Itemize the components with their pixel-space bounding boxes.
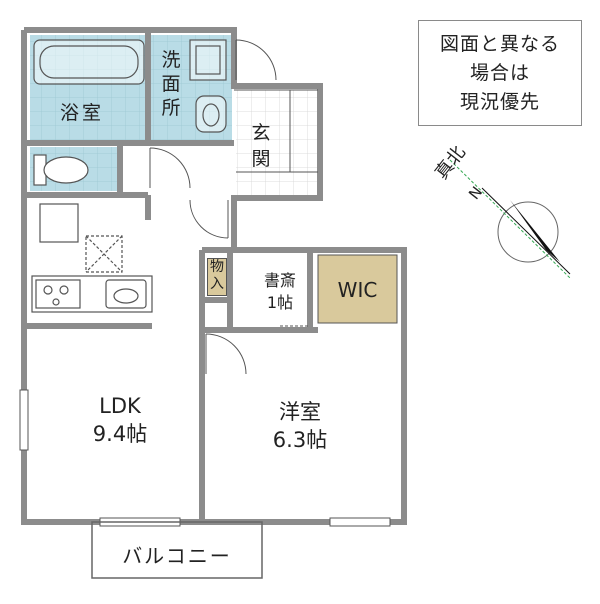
entrance-floor xyxy=(236,90,318,196)
storage-label: 物 入 xyxy=(207,258,227,296)
ldk-label: LDK 9.4帖 xyxy=(70,392,170,448)
washroom-char-1: 洗 xyxy=(161,49,181,71)
study-name: 書斎 xyxy=(263,271,296,290)
ldk-name: LDK xyxy=(99,394,141,418)
notice-box: 図面と異なる 場合は 現況優先 xyxy=(418,20,582,126)
washroom-label: 洗 面 所 xyxy=(160,48,182,120)
storage-char-2: 入 xyxy=(210,276,224,292)
study-label: 書斎 1帖 xyxy=(252,270,308,314)
notice-line-2: 場合は xyxy=(469,61,530,84)
entrance-char-1: 玄 xyxy=(251,122,271,144)
study-size: 1帖 xyxy=(266,293,294,312)
kitchen-icon xyxy=(31,203,153,313)
notice-line-1: 図面と異なる xyxy=(439,32,560,55)
inner-lines xyxy=(234,89,318,173)
bath-label: 浴室 xyxy=(60,102,105,124)
washroom-char-2: 面 xyxy=(161,73,181,95)
entrance-label: 玄 関 xyxy=(250,120,272,172)
wic-label: WIC xyxy=(337,278,378,302)
notice-line-3: 現況優先 xyxy=(459,90,540,113)
entrance-char-2: 関 xyxy=(251,148,271,170)
western-room-label: 洋室 6.3帖 xyxy=(250,398,350,454)
wic-floor xyxy=(317,254,398,324)
storage-char-1: 物 xyxy=(210,259,224,275)
balcony xyxy=(91,521,263,579)
bathtub-icon xyxy=(33,39,145,85)
ldk-size: 9.4帖 xyxy=(92,422,148,446)
western-size: 6.3帖 xyxy=(272,428,328,452)
walls xyxy=(21,27,407,525)
compass-icon xyxy=(449,159,571,279)
door-swings xyxy=(149,39,310,375)
toilet-icon xyxy=(33,154,89,186)
western-name: 洋室 xyxy=(279,400,321,424)
washroom-char-3: 所 xyxy=(161,97,181,119)
balcony-label: バルコニー xyxy=(122,544,232,568)
washbasin-icon xyxy=(189,39,227,133)
